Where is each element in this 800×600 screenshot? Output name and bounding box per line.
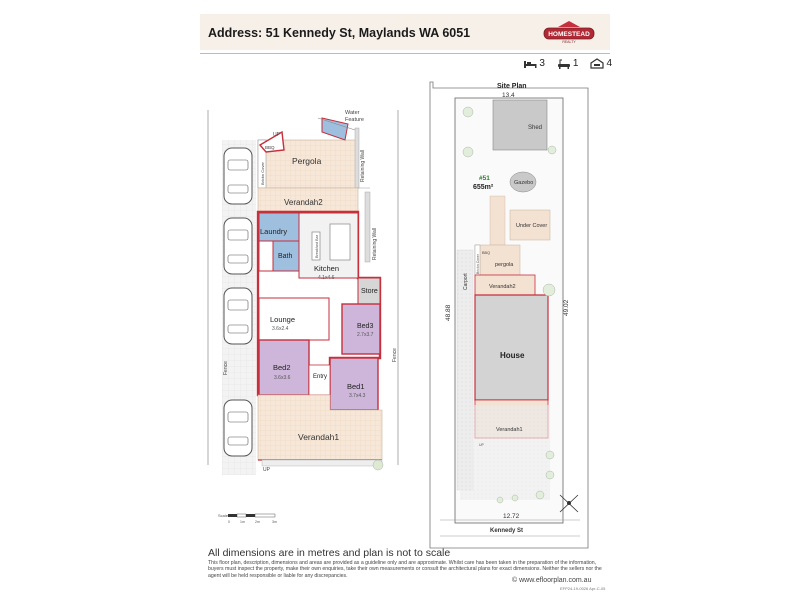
lounge-room <box>258 297 330 341</box>
site-label-under-cover: Under Cover <box>516 223 547 229</box>
label-bed2-dim: 3.6x3.6 <box>274 375 291 381</box>
property-summary: 3 1 4 <box>523 58 612 69</box>
label-verandah2: Verandah2 <box>284 198 323 207</box>
site-label-up: UP <box>479 443 485 447</box>
label-up-bottom: UP <box>263 467 271 473</box>
scale-label: Scale <box>218 513 229 518</box>
label-kitchen-dim: 4.1x4.6 <box>318 275 335 281</box>
label-bath: Bath <box>278 253 293 260</box>
site-top-dim: 13.4 <box>502 92 515 99</box>
car-1 <box>223 147 253 205</box>
logo-text: HOMESTEAD <box>548 31 590 38</box>
scale-notice: All dimensions are in metres and plan is… <box>208 547 451 559</box>
bedroom-count: 3 <box>523 58 545 69</box>
site-label-house: House <box>500 351 525 360</box>
bed-icon <box>524 60 537 68</box>
label-water-feature-2: Feature <box>345 117 364 123</box>
label-retaining-wall-1: Retaining Wall <box>360 150 366 182</box>
site-label-carport: Carport <box>463 273 469 290</box>
site-label-pergola: pergola <box>495 262 514 268</box>
header-rule <box>200 53 610 54</box>
disclaimer-text: This floor plan, description, dimensions… <box>208 560 602 579</box>
car-4 <box>223 399 253 457</box>
site-right-dim: 49.02 <box>563 299 570 316</box>
site-pergola <box>474 244 521 276</box>
kitchen-bench <box>329 223 351 261</box>
site-label-verandah1: Verandah1 <box>496 427 523 433</box>
front-steps <box>261 459 383 467</box>
bed1-room <box>329 357 379 411</box>
scale-tick-1: 1m <box>240 520 245 524</box>
label-up-top: UP <box>273 132 281 138</box>
label-lounge: Lounge <box>270 315 295 324</box>
site-shed <box>492 99 548 151</box>
label-bed1: Bed1 <box>347 382 365 391</box>
site-frame <box>429 81 589 549</box>
wc-closet <box>258 240 274 272</box>
site-house <box>474 294 549 401</box>
label-breakfast-bar: Breakfast Bar <box>315 234 319 258</box>
site-left-dim: 48.88 <box>445 304 452 321</box>
label-retaining-wall-2: Retaining Wall <box>372 228 378 260</box>
bed3-room <box>341 303 381 355</box>
label-water-feature-1: Water <box>345 110 360 116</box>
car-space-count-value: 4 <box>606 58 612 69</box>
site-label-shed: Shed <box>528 125 542 131</box>
label-pergola: Pergola <box>292 156 322 166</box>
scale-tick-0: 0 <box>228 520 230 524</box>
bathroom-count-value: 1 <box>572 58 579 69</box>
logo-subtext: REALTY <box>562 40 576 44</box>
bed2-room <box>258 339 310 396</box>
label-laundry: Laundry <box>260 227 287 236</box>
site-plan <box>429 81 589 549</box>
site-label-bbq: BBQ <box>482 251 490 255</box>
entry-hall <box>308 364 331 396</box>
garage-icon <box>590 58 605 69</box>
label-bed3: Bed3 <box>357 323 373 330</box>
website-credit: © www.efloorplan.com.au <box>512 577 592 584</box>
plan-reference: EFP24-19-0026 Apr-C-05 <box>560 586 606 591</box>
label-entry: Entry <box>313 374 327 380</box>
retaining-wall-top <box>354 127 360 189</box>
water-feature-shape <box>321 117 349 141</box>
address-title: Address: 51 Kennedy St, Maylands WA 6051 <box>208 26 471 40</box>
label-lounge-dim: 3.6x2.4 <box>272 326 289 332</box>
car-space-count: 4 <box>590 58 612 69</box>
homestead-logo: HOMESTEAD REALTY <box>538 20 600 44</box>
bathroom-count: 1 <box>557 58 579 69</box>
site-lot-number: #51 <box>479 175 490 182</box>
car-3 <box>223 287 253 345</box>
site-under-cover <box>509 209 551 241</box>
bbq-counter <box>258 130 285 153</box>
site-label-gazebo: Gazebo <box>514 180 533 186</box>
retaining-wall-right <box>364 191 371 263</box>
label-verandah1: Verandah1 <box>298 432 339 442</box>
site-bottom-dim: 12.72 <box>503 513 520 520</box>
breakfast-bar <box>311 231 321 261</box>
label-bed1-dim: 3.7x4.3 <box>349 393 366 399</box>
label-store: Store <box>361 288 378 295</box>
scale-tick-3: 3m <box>272 520 277 524</box>
verandah2-area <box>257 187 359 213</box>
scale-bar: Scale 0 1m 2m 3m <box>218 513 277 524</box>
north-arrow-icon <box>567 501 571 505</box>
site-label-brick-cover: Brickn Cover <box>476 253 480 274</box>
label-brick-cover: Brickn Cover <box>260 161 265 185</box>
label-bed3-dim: 2.7x3.7 <box>357 332 374 338</box>
site-lot-area: 655m² <box>473 184 494 191</box>
bedroom-count-value: 3 <box>539 58 545 69</box>
label-bbq: BBQ <box>265 145 275 150</box>
site-street-name: Kennedy St <box>490 528 523 534</box>
scale-tick-2: 2m <box>255 520 260 524</box>
label-bed2: Bed2 <box>273 363 291 372</box>
label-fence-right: Fence <box>392 348 398 362</box>
label-fence-left: Fence <box>223 361 229 375</box>
site-gazebo <box>509 171 537 193</box>
label-kitchen: Kitchen <box>314 264 339 273</box>
site-label-verandah2: Verandah2 <box>489 284 516 290</box>
bath-icon <box>557 59 570 69</box>
car-2 <box>223 217 253 275</box>
site-plan-title: Site Plan <box>497 83 527 90</box>
